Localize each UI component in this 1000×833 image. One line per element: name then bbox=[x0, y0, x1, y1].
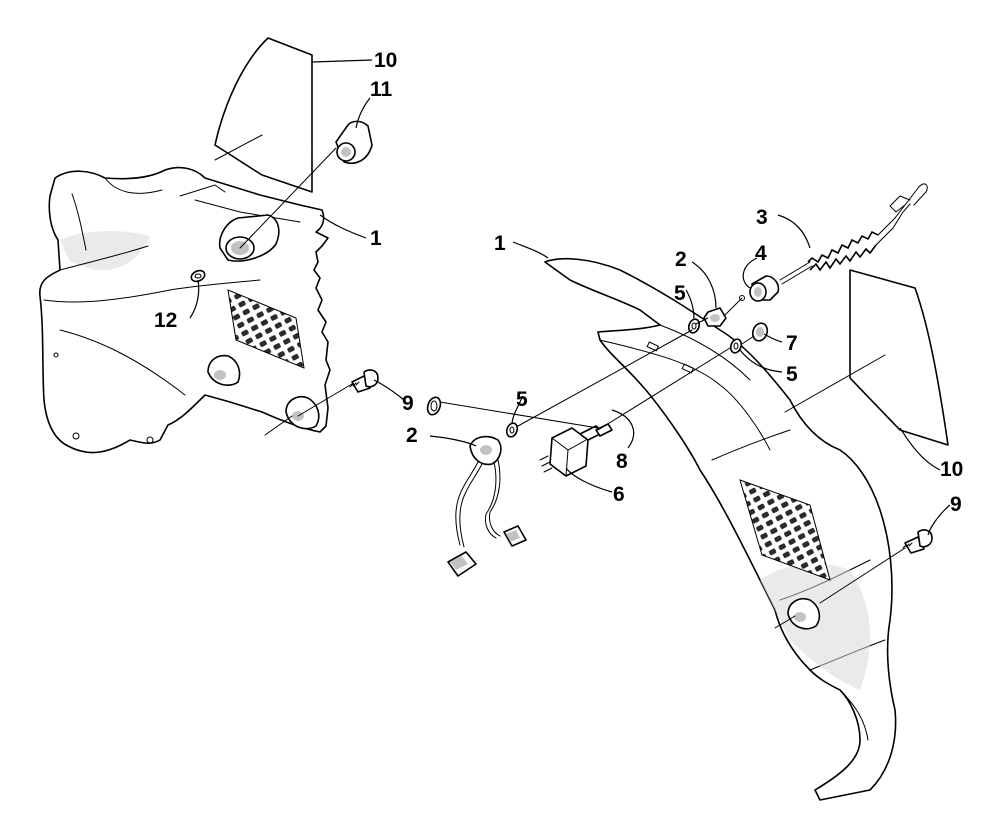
part-7-ring bbox=[751, 322, 769, 342]
callout-9-right: 9 bbox=[950, 493, 962, 516]
left-side-panel bbox=[39, 166, 331, 454]
callout-5-right: 5 bbox=[786, 363, 798, 386]
callout-7: 7 bbox=[786, 332, 798, 355]
part-6-switch bbox=[539, 423, 613, 477]
part-9-screw-right bbox=[902, 529, 933, 554]
callout-labels: 10 11 1 12 9 1 2 3 4 5 7 5 5 2 8 6 10 9 bbox=[154, 49, 963, 516]
callout-4: 4 bbox=[755, 242, 767, 265]
callout-6: 6 bbox=[613, 483, 625, 506]
part-2-nut-top bbox=[703, 307, 727, 327]
leader-lines bbox=[189, 59, 951, 536]
callout-1-right: 1 bbox=[494, 232, 506, 255]
part-5-washer-right bbox=[729, 338, 743, 354]
part-4-switch-cap bbox=[739, 275, 780, 302]
part-12-washer bbox=[190, 269, 206, 283]
callout-10-right: 10 bbox=[940, 458, 963, 481]
callout-10-top: 10 bbox=[374, 49, 397, 72]
callout-9-left: 9 bbox=[402, 392, 414, 415]
callout-11: 11 bbox=[370, 78, 393, 101]
decal-top bbox=[214, 37, 313, 193]
part-9-screw-left bbox=[349, 369, 379, 393]
part-3-tether-cord bbox=[779, 183, 928, 285]
right-side-panel bbox=[544, 257, 897, 801]
callout-2-harness: 2 bbox=[406, 424, 418, 447]
callout-8: 8 bbox=[616, 450, 628, 473]
callout-3: 3 bbox=[756, 206, 768, 229]
part-11-grommet bbox=[335, 120, 373, 164]
callout-12: 12 bbox=[154, 309, 177, 332]
part-5-washer-mid bbox=[505, 422, 519, 438]
part-8-o-ring bbox=[426, 396, 442, 416]
callout-5-top: 5 bbox=[674, 282, 686, 305]
callout-1-left: 1 bbox=[370, 227, 382, 250]
assembly-lines bbox=[239, 147, 906, 629]
part-5-washer-top bbox=[687, 318, 701, 334]
callout-2-top: 2 bbox=[675, 248, 687, 271]
callout-5-mid: 5 bbox=[516, 388, 528, 411]
part-2-wire-harness bbox=[447, 435, 527, 577]
decal-right bbox=[784, 269, 949, 446]
